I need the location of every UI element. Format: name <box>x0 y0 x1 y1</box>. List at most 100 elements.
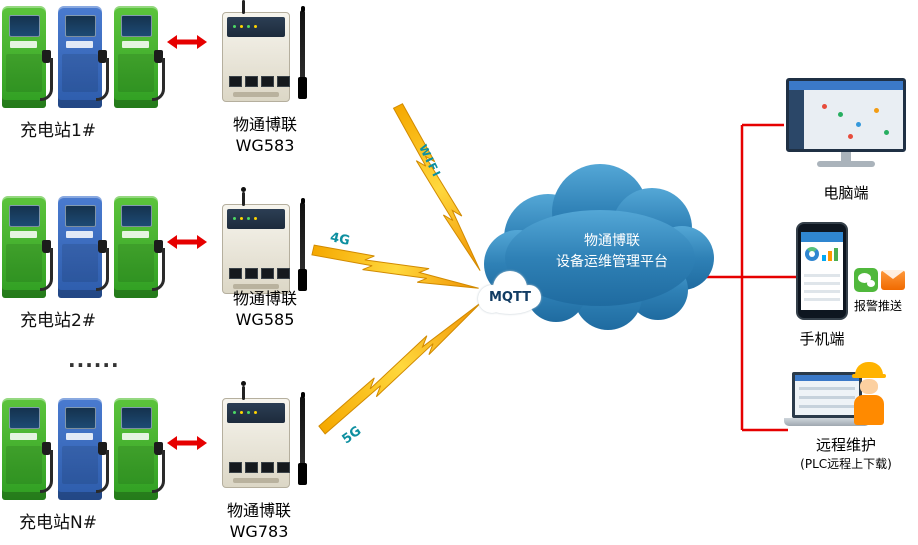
charging-gun <box>154 442 163 455</box>
worker-body <box>854 395 884 425</box>
dashboard-sidebar <box>789 90 804 149</box>
charging-cable <box>96 58 109 101</box>
antenna-small-icon <box>242 0 245 14</box>
laptop-app-header <box>795 375 859 381</box>
din-rail <box>233 478 279 483</box>
pile-screen <box>65 15 96 37</box>
pile-strip <box>66 41 93 48</box>
router-body <box>222 204 290 294</box>
status-led-icon <box>233 217 236 220</box>
pile-panel <box>118 244 154 282</box>
charging-cable <box>152 450 165 493</box>
gateway-model: WG585 <box>235 310 295 329</box>
station-label: 充电站2# <box>19 311 97 331</box>
pile-panel <box>62 244 98 282</box>
remote-label: 远程维护 <box>815 436 876 454</box>
gateway-wg583 <box>216 0 316 112</box>
platform-cloud <box>484 164 714 330</box>
mail-icon <box>881 270 905 290</box>
charging-pile <box>58 398 109 500</box>
pile-strip <box>10 433 37 440</box>
charging-pile <box>58 196 109 298</box>
cloud-title-line1: 物通博联 <box>584 233 640 249</box>
router-front-panel <box>227 403 285 423</box>
station-group-2: 充电站2# <box>2 196 165 336</box>
din-rail <box>233 284 279 289</box>
pile-strip <box>122 231 149 238</box>
pc-label: 电脑端 <box>823 184 869 202</box>
gateway-brand: 物通博联 <box>232 289 297 308</box>
charging-gun <box>42 50 51 63</box>
ethernet-ports <box>229 76 290 87</box>
phone-app-header <box>801 232 843 242</box>
pile-panel <box>62 54 98 92</box>
charging-gun <box>98 240 107 253</box>
charging-pile <box>2 196 53 298</box>
charging-cable <box>40 450 53 493</box>
engineer-figure <box>852 362 886 425</box>
charging-gun <box>154 50 163 63</box>
pile-screen <box>65 407 96 429</box>
router-body <box>222 12 290 102</box>
dashboard-header <box>789 81 903 90</box>
pile-strip <box>66 433 93 440</box>
ethernet-ports <box>229 462 290 473</box>
pile-panel <box>62 446 98 484</box>
mqtt-cloud <box>478 271 541 314</box>
bar-chart-icon <box>822 248 838 261</box>
station-label: 充电站1# <box>19 121 97 141</box>
gateway-brand: 物通博联 <box>226 501 291 520</box>
wechat-icon <box>854 268 878 292</box>
gateway-wg783 <box>216 381 316 498</box>
router-body <box>222 398 290 488</box>
pile-panel <box>6 244 42 282</box>
laptop-content-lines <box>799 387 855 413</box>
wifi-bolt <box>390 101 488 275</box>
phone-screen <box>801 232 843 310</box>
double-arrow-3 <box>167 436 207 450</box>
pile-panel <box>118 54 154 92</box>
antenna-icon <box>298 6 307 99</box>
donut-chart-icon <box>805 247 819 261</box>
charging-gun <box>154 240 163 253</box>
pile-screen <box>121 205 152 227</box>
router-front-panel <box>227 209 285 229</box>
charging-cable <box>96 450 109 493</box>
charging-pile <box>2 6 53 108</box>
pile-screen <box>65 205 96 227</box>
pile-screen <box>9 15 40 37</box>
gateway-wg585 <box>216 187 316 304</box>
charging-gun <box>42 240 51 253</box>
pile-screen <box>9 407 40 429</box>
charging-pile <box>2 398 53 500</box>
router-front-panel <box>227 17 285 37</box>
5g-bolt <box>316 295 487 437</box>
charging-cable <box>96 248 109 291</box>
remote-note: (PLC远程上下载) <box>800 457 892 471</box>
map-pins-icon <box>822 104 827 109</box>
pile-strip <box>122 41 149 48</box>
cloud-title: 物通博联 设备运维管理平台 <box>512 231 712 273</box>
monitor-stand <box>841 152 851 161</box>
pile-strip <box>66 231 93 238</box>
double-arrow-1 <box>167 35 207 49</box>
dashboard-map <box>804 90 903 149</box>
antenna-icon <box>298 198 307 291</box>
worker-face <box>860 379 878 394</box>
charging-pile <box>114 196 165 298</box>
4g-bolt <box>310 241 481 297</box>
antenna-small-icon <box>241 381 246 400</box>
laptop-keyboard <box>784 418 870 426</box>
pile-panel <box>118 446 154 484</box>
pile-strip <box>122 433 149 440</box>
pile-panel <box>6 54 42 92</box>
pc-screen <box>786 78 906 152</box>
charging-pile <box>58 6 109 108</box>
charging-cable <box>40 58 53 101</box>
charging-gun <box>98 442 107 455</box>
monitor-base <box>817 161 875 167</box>
status-led-icon <box>233 25 236 28</box>
gateway-label: 物通博联 WG783 <box>194 500 324 542</box>
charging-pile <box>114 398 165 500</box>
